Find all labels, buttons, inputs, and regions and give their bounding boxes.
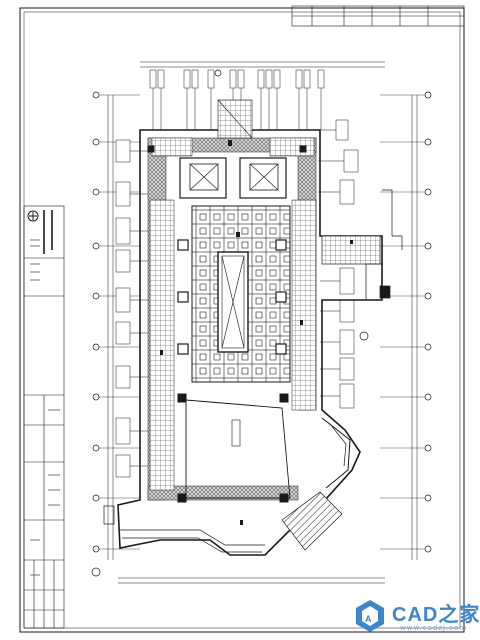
lower-facade <box>103 505 265 553</box>
right-annex <box>321 189 403 341</box>
svg-text:A: A <box>365 614 372 624</box>
building-outline <box>117 129 383 556</box>
detail-marks <box>160 140 353 525</box>
watermark-brand: CAD之家 <box>392 604 480 626</box>
axis-leaders <box>99 94 425 550</box>
title-block <box>23 205 65 629</box>
watermark-url: www.cadzj.com <box>400 624 468 632</box>
top-callout-tags <box>149 69 325 130</box>
elevator-core-right <box>239 157 287 199</box>
dimension-rails <box>107 61 418 584</box>
structural-columns <box>147 145 307 503</box>
elevator-core-left <box>179 157 227 199</box>
right-callout-tags <box>318 119 359 409</box>
atrium-void <box>217 251 249 353</box>
stair-shaft <box>217 99 253 139</box>
hexagon-logo-icon: A <box>356 600 384 632</box>
angled-wing <box>281 417 351 551</box>
left-callout-tags <box>115 139 150 478</box>
revision-table <box>291 5 465 27</box>
hatched-corridors <box>147 137 317 501</box>
lower-hall <box>185 399 291 499</box>
